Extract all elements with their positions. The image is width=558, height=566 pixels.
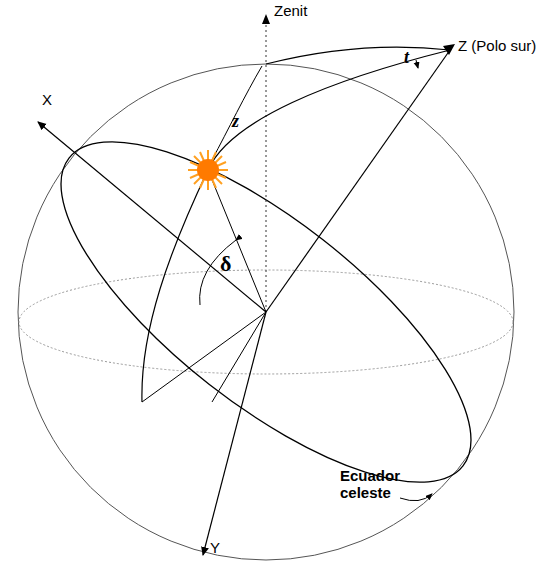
axis-label: X: [42, 92, 52, 109]
angle-label: z: [232, 112, 239, 132]
radius-line: [212, 312, 266, 402]
celestial-equator: [12, 86, 519, 539]
equator-label: Ecuador celeste: [340, 468, 430, 501]
x-axis: [38, 122, 266, 312]
hour-circle: [142, 50, 450, 402]
zenith-axis: [266, 22, 267, 312]
y-axis: [203, 312, 266, 555]
zenith-distance-arc: [212, 66, 262, 160]
declination-arc: [200, 240, 236, 305]
hour-angle-arrow: [416, 60, 418, 68]
z-axis: [266, 50, 450, 312]
sun: [188, 150, 228, 190]
axis-label: Y: [210, 540, 220, 557]
sun-line: [208, 170, 266, 312]
pole-label: Z (Polo sur): [458, 38, 536, 55]
sphere-outline: [18, 64, 514, 560]
equator-pointer: [400, 494, 432, 501]
angle-label: t: [404, 48, 409, 68]
zenith-arrow: [262, 14, 270, 24]
angle-label: δ: [220, 252, 231, 276]
zenith-label: Zenit: [274, 3, 307, 20]
meridian-arc: [266, 47, 450, 64]
equator-radius: [142, 312, 266, 402]
